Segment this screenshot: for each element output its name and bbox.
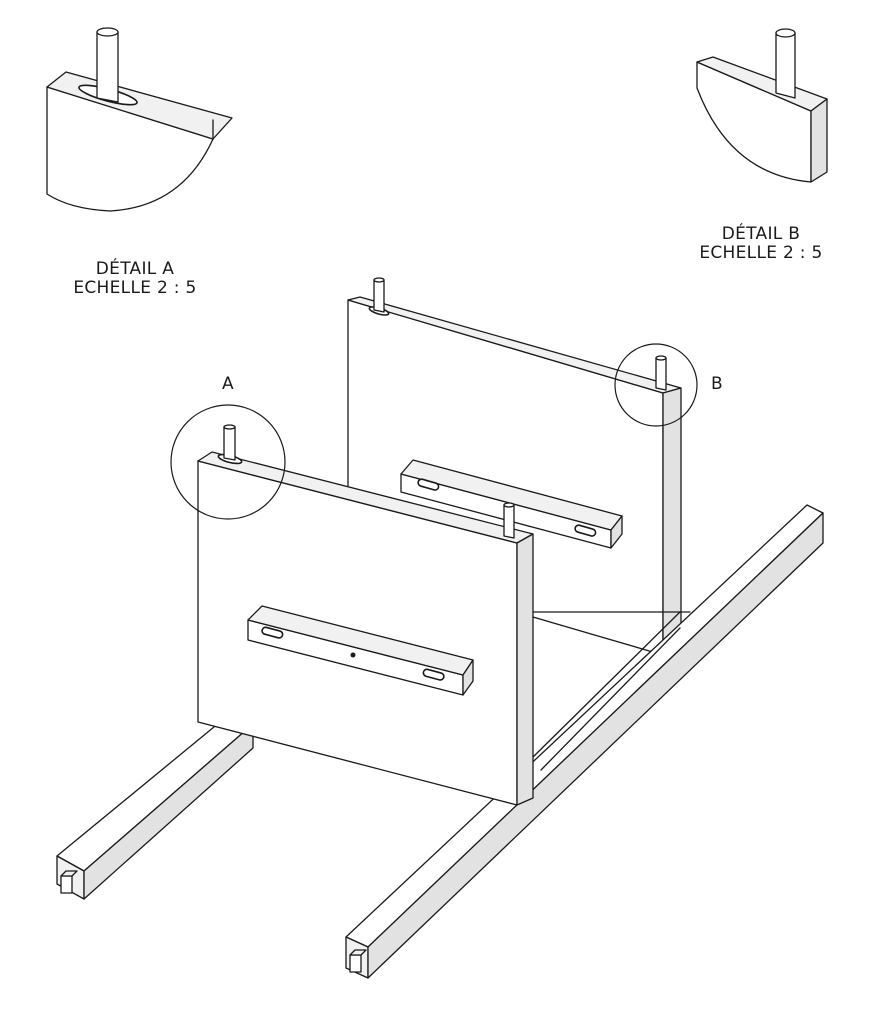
detail-a-title: DÉTAIL A (95, 259, 175, 279)
detail-b-title: DÉTAIL B (721, 224, 801, 244)
detail-a-scale: ECHELLE 2 : 5 (73, 278, 197, 298)
detail-b-callout-circle (614, 343, 698, 427)
detail-a-callout-circle (170, 404, 286, 520)
detail-b-view (696, 28, 828, 183)
detail-b-caption: DÉTAIL B ECHELLE 2 : 5 (666, 225, 856, 263)
callout-label-a: A (222, 374, 234, 394)
detail-a-caption: DÉTAIL A ECHELLE 2 : 5 (40, 260, 230, 298)
main-assembly (56, 277, 824, 979)
detail-b-scale: ECHELLE 2 : 5 (699, 243, 823, 263)
detail-a-view (46, 27, 233, 212)
callout-label-b: B (711, 374, 723, 394)
